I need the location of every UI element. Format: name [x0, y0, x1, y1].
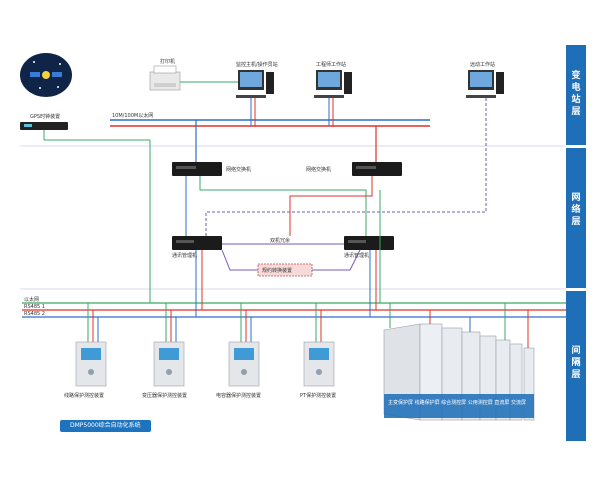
cabinet-caption: 主变保护屏 线路保护屏 综合测控屏 公用测控屏 直流屏 交流屏	[388, 400, 526, 406]
bay-protection-device	[75, 303, 107, 387]
layer-label-network: 网络层	[571, 193, 581, 227]
layer-band-network	[566, 148, 586, 288]
link-line	[199, 176, 367, 236]
printer-icon	[149, 65, 181, 91]
gps-clock-device	[20, 122, 68, 130]
remote-workstation-icon	[466, 70, 504, 98]
engineer-workstation-icon	[314, 70, 352, 98]
switch2-caption: 网络交换机	[306, 167, 332, 173]
layer-label-bay: 间隔层	[571, 346, 581, 380]
comm1-caption: 通讯管理机	[172, 253, 198, 259]
remote-link-dashed	[205, 98, 487, 236]
bay1-caption: 线路保护测控装置	[64, 393, 105, 399]
rs485-1-label: RS485 1	[24, 304, 45, 310]
cabinet-row	[383, 323, 535, 421]
network-switch	[352, 162, 402, 176]
protocol-caption: 规约转换装置	[262, 268, 293, 274]
gps-caption: GPS时钟装置	[30, 114, 61, 120]
comm-manager	[344, 236, 394, 250]
host-computer-icon	[236, 70, 274, 98]
network-switch	[172, 162, 222, 176]
bay-protection-device	[228, 303, 260, 387]
bay-protection-device	[303, 303, 335, 387]
switch1-caption: 网络交换机	[226, 167, 252, 173]
station-bus-label: 10M/100M以太网	[112, 113, 154, 119]
rs485-2-label: RS485 2	[24, 311, 45, 317]
layer-label-station: 变电站层	[571, 71, 581, 117]
link-line	[289, 176, 373, 236]
bay2-caption: 变压器保护测控装置	[142, 393, 188, 399]
host1-caption: 监控主机/操作员站	[236, 62, 278, 68]
remote-caption: 远动工作站	[470, 62, 496, 68]
layer-band-station	[566, 45, 586, 145]
comm-manager	[172, 236, 222, 250]
host2-caption: 工程师工作站	[316, 62, 347, 68]
bay4-caption: PT保护测控装置	[300, 393, 337, 399]
redundant-caption: 双机冗余	[270, 238, 291, 244]
system-banner: DMP5000综合自动化系统	[60, 420, 151, 432]
bay3-caption: 电容器保护测控装置	[216, 393, 262, 399]
layer-band-bay	[566, 291, 586, 441]
ethernet-bus-label: 以太网	[24, 297, 40, 303]
comm2-caption: 通讯管理机	[344, 253, 370, 259]
gps-satellite-icon	[20, 53, 72, 97]
bay-protection-device	[153, 303, 185, 387]
link-line	[221, 249, 258, 271]
printer-caption: 打印机	[160, 59, 176, 65]
link-line	[312, 249, 361, 271]
